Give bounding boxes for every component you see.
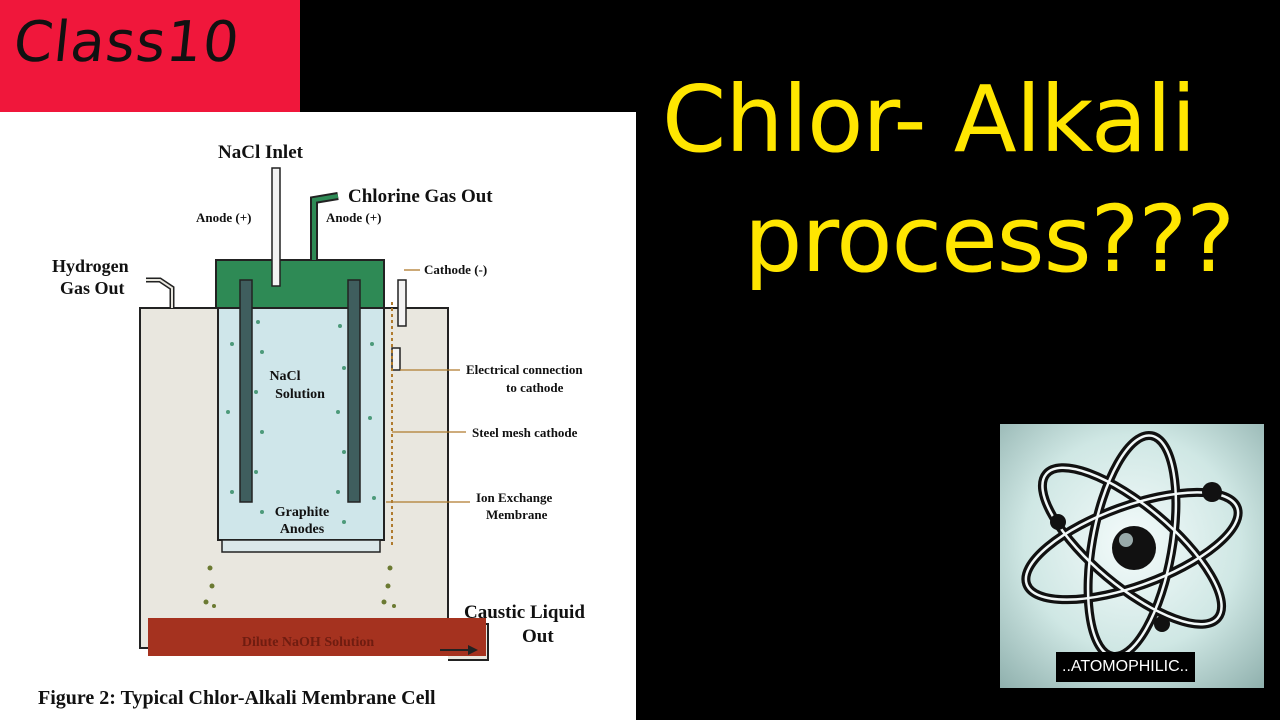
label-steel-mesh: Steel mesh cathode	[472, 425, 578, 440]
label-caustic-1: Caustic Liquid	[464, 602, 585, 623]
class-badge-text: Class10	[10, 10, 244, 75]
label-cathode: Cathode (-)	[424, 262, 487, 277]
cathode-rod	[397, 279, 407, 327]
label-ion-2: Membrane	[486, 507, 548, 522]
label-hydrogen-2: Gas Out	[60, 278, 125, 298]
membrane-bottom	[221, 539, 381, 553]
title-line-1: Chlor- Alkali	[662, 66, 1196, 173]
label-anode-right: Anode (+)	[326, 210, 381, 225]
label-graphite-1: Graphite	[275, 505, 329, 520]
label-nacl-inlet: NaCl Inlet	[218, 142, 304, 163]
class-badge: Class10	[0, 0, 300, 112]
label-graphite-2: Anodes	[280, 522, 325, 537]
graphite-anode-right	[347, 279, 361, 503]
title-line-2: process???	[744, 186, 1235, 293]
figure-caption: Figure 2: Typical Chlor-Alkali Membrane …	[38, 687, 436, 709]
chlorine-out-pipe	[310, 192, 339, 260]
atomophilic-logo: ..ATOMOPHILIC..	[1000, 424, 1264, 688]
label-hydrogen-1: Hydrogen	[52, 256, 129, 276]
graphite-anode-left	[239, 279, 253, 503]
label-chlorine-out: Chlorine Gas Out	[348, 186, 493, 207]
atom-icon	[1021, 430, 1243, 662]
label-nacl-solution-2: Solution	[275, 387, 325, 402]
label-dilute-naoh: Dilute NaOH Solution	[242, 635, 374, 650]
dilute-naoh-layer	[148, 618, 486, 656]
electrical-connection	[391, 347, 401, 371]
label-electrical-2: to cathode	[506, 380, 564, 395]
label-anode-left: Anode (+)	[196, 210, 251, 225]
label-nacl-solution-1: NaCl	[269, 369, 300, 384]
label-electrical-1: Electrical connection	[466, 362, 583, 377]
nacl-inlet-pipe	[271, 167, 281, 287]
membrane-cell-diagram: NaCl Inlet Chlorine Gas Out Anode (+) An…	[0, 112, 636, 720]
label-caustic-2: Out	[522, 626, 554, 647]
logo-label: ..ATOMOPHILIC..	[1056, 652, 1195, 682]
label-ion-1: Ion Exchange	[476, 490, 552, 505]
